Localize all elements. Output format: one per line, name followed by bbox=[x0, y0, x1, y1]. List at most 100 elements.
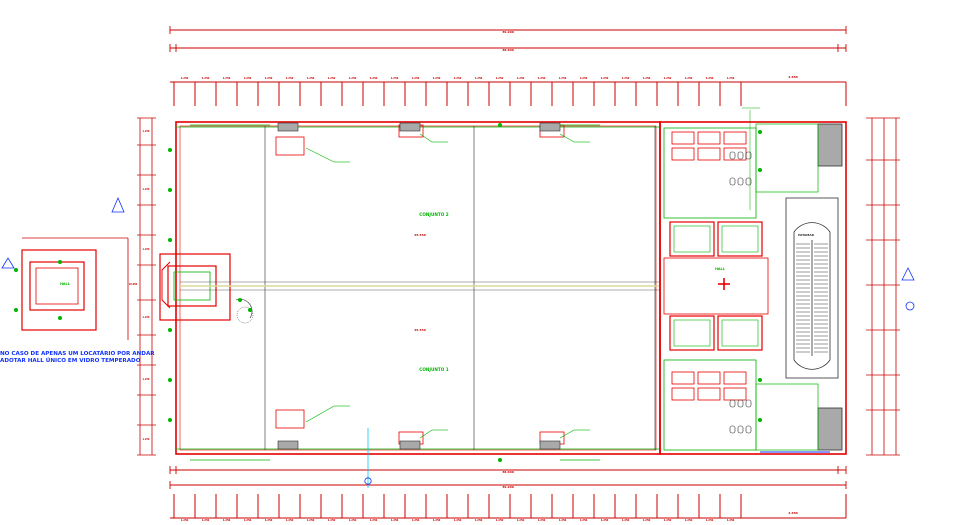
detail-hall-enclosure bbox=[21, 249, 97, 331]
bay-dimension-text: 1.250 bbox=[706, 519, 714, 522]
toilet-fixture bbox=[729, 399, 736, 408]
building-outer-wall bbox=[175, 121, 661, 455]
column-block bbox=[539, 440, 561, 450]
restroom-stall bbox=[723, 387, 747, 401]
vertical-dimension-text: 1.250 bbox=[143, 438, 150, 441]
bay-dimension-text: 1.250 bbox=[559, 519, 567, 522]
core-room bbox=[755, 123, 819, 193]
hall-enclosure bbox=[159, 253, 231, 321]
annotation-marks bbox=[1, 107, 915, 485]
restroom-stall bbox=[671, 387, 695, 401]
vertical-dimension-text: 1.250 bbox=[143, 130, 150, 133]
toilet-fixture bbox=[737, 177, 744, 186]
stair-enclosure bbox=[785, 197, 839, 379]
bay-dimension-text: 1.250 bbox=[433, 519, 441, 522]
core-marker bbox=[758, 130, 762, 134]
bay-dimension-text: 1.250 bbox=[622, 77, 630, 80]
elevator-car bbox=[673, 319, 711, 347]
vertical-shaft bbox=[817, 123, 843, 167]
core-marker bbox=[758, 418, 762, 422]
overall-width-bottom: 39.200 bbox=[502, 485, 514, 489]
bay-dimension-text: 1.250 bbox=[202, 77, 210, 80]
bay-dimension-text: 1.250 bbox=[496, 519, 504, 522]
bay-dimension-text: 1.250 bbox=[601, 77, 609, 80]
bay-dimension-text: 1.250 bbox=[223, 77, 231, 80]
bay-dimension-text: 1.250 bbox=[286, 77, 294, 80]
bay-dimension-text: 1.250 bbox=[433, 77, 441, 80]
section-bubble bbox=[364, 477, 372, 485]
restroom-stall bbox=[697, 371, 721, 385]
bay-dimension-text: 1.250 bbox=[286, 519, 294, 522]
section-arrow-left bbox=[1, 257, 15, 269]
section-marker bbox=[168, 148, 172, 152]
end-bay-dim-top: 4.650 bbox=[788, 75, 798, 79]
core-marker bbox=[758, 168, 762, 172]
bay-dimension-text: 1.250 bbox=[454, 519, 462, 522]
elevator-shaft bbox=[669, 221, 715, 257]
core-outline bbox=[659, 121, 847, 455]
elevator-shaft bbox=[717, 221, 763, 257]
toilet-fixture bbox=[745, 177, 752, 186]
annotation-leader bbox=[305, 147, 335, 163]
bay-dimension-text: 1.250 bbox=[727, 77, 735, 80]
elevator-shaft bbox=[669, 315, 715, 351]
annotation-leader bbox=[305, 405, 335, 423]
restroom-stall bbox=[671, 131, 695, 145]
annotation-leader bbox=[559, 133, 575, 143]
toilet-fixture bbox=[737, 425, 744, 434]
door-swing bbox=[236, 306, 254, 324]
structure-lines bbox=[180, 122, 660, 488]
toilet-fixture bbox=[729, 425, 736, 434]
column-block bbox=[399, 122, 421, 132]
bay-dimension-text: 1.250 bbox=[643, 519, 651, 522]
section-marker bbox=[168, 418, 172, 422]
elevator-car bbox=[721, 225, 759, 253]
section-marker bbox=[168, 238, 172, 242]
bay-dimension-text: 1.250 bbox=[517, 519, 525, 522]
bay-dimension-text: 1.250 bbox=[601, 519, 609, 522]
bay-dimension-text: 1.250 bbox=[265, 519, 273, 522]
bay-dimension-text: 1.250 bbox=[580, 77, 588, 80]
detail-marker bbox=[58, 316, 62, 320]
bay-dimension-text: 1.250 bbox=[727, 519, 735, 522]
column-block bbox=[277, 440, 299, 450]
bay-dimension-text: 1.250 bbox=[307, 77, 315, 80]
bay-dimension-text: 1.250 bbox=[559, 77, 567, 80]
column-block bbox=[539, 122, 561, 132]
bay-dimension-text: 1.250 bbox=[181, 519, 189, 522]
toilet-fixture bbox=[745, 425, 752, 434]
toilet-fixture bbox=[729, 177, 736, 186]
annotation-leader bbox=[419, 133, 433, 143]
bay-dimension-text: 1.250 bbox=[244, 519, 252, 522]
toilet-fixture bbox=[737, 151, 744, 160]
restroom-stall bbox=[723, 131, 747, 145]
bay-dimension-text: 1.250 bbox=[391, 77, 399, 80]
toilet-fixture bbox=[729, 151, 736, 160]
restroom-stall bbox=[697, 387, 721, 401]
bay-dimension-text: 1.250 bbox=[685, 77, 693, 80]
bay-dimension-text: 1.250 bbox=[454, 77, 462, 80]
bay-dimension-text: 1.250 bbox=[244, 77, 252, 80]
elevator-shaft bbox=[717, 315, 763, 351]
toilet-fixture bbox=[745, 399, 752, 408]
stair-well bbox=[793, 222, 831, 370]
bay-dimension-text: 1.250 bbox=[328, 519, 336, 522]
detail-marker bbox=[14, 308, 18, 312]
bay-dimension-text: 1.250 bbox=[370, 77, 378, 80]
section-marker bbox=[498, 458, 502, 462]
bay-dimension-text: 1.250 bbox=[223, 519, 231, 522]
shaft-outline bbox=[275, 409, 305, 429]
detail-marker bbox=[58, 260, 62, 264]
restroom-block-bottom bbox=[663, 359, 757, 451]
bay-dimension-text: 1.250 bbox=[181, 77, 189, 80]
dimension-lines: 1.250 1.250 1.250 1.250 1.250 1.250 1.250 1.250… bbox=[22, 26, 900, 522]
bay-dimension-text: 1.250 bbox=[664, 519, 672, 522]
bay-dimension-text: 1.250 bbox=[328, 77, 336, 80]
section-marker bbox=[248, 308, 252, 312]
bay-dimension-text: 1.250 bbox=[412, 77, 420, 80]
vertical-dimension-text: 18.650 bbox=[129, 283, 138, 286]
bay-dimension-text: 1.250 bbox=[349, 77, 357, 80]
bay-dimension-text: 1.250 bbox=[202, 519, 210, 522]
interior-width-lower: 25.550 bbox=[414, 328, 426, 332]
